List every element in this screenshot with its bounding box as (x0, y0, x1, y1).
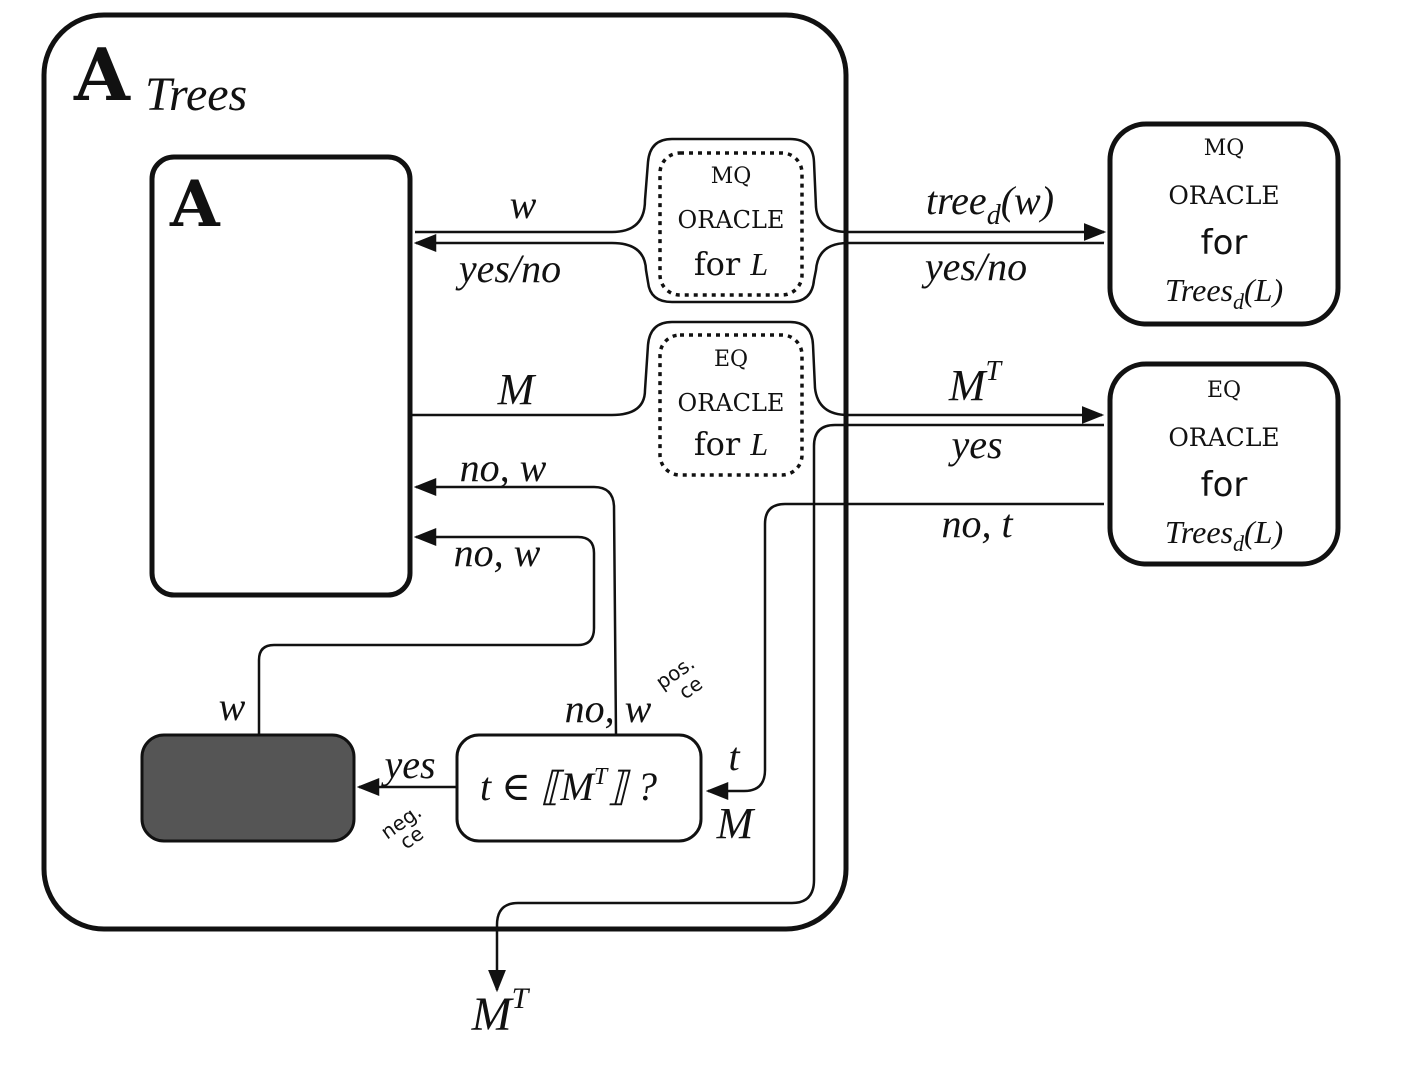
label-mq-query-left: w (510, 182, 537, 227)
learner-title: A (169, 167, 221, 242)
positive-ce-feedback-line (413, 478, 618, 736)
negative-ce-feedback-line (257, 528, 596, 735)
label-eq-answer-yes: yes (947, 422, 1002, 467)
eq-ext-line1: EQ (1207, 378, 1241, 403)
label-no-w-check: no, w (565, 686, 652, 731)
label-mq-answer-right: yes/no (921, 244, 1027, 289)
membership-check-text: t ∈ ⟦MT⟧ ? (480, 764, 657, 809)
eq-yes-output-line (488, 423, 1104, 993)
label-eq-answer-no: no, t (941, 501, 1013, 546)
eq-ext-line4: Treesd(L) (1165, 514, 1283, 556)
mq-ext-line3: for (1201, 223, 1248, 263)
label-feedback-lower: no, w (454, 530, 541, 575)
label-m-input: M (716, 799, 756, 848)
label-t-input: t (728, 734, 740, 779)
label-eq-query-right: MT (948, 356, 1004, 410)
label-w-from-dark: w (219, 684, 246, 729)
label-feedback-upper: no, w (460, 445, 547, 490)
eq-inner-outline (410, 320, 1100, 417)
negative-counterexample-box (140, 733, 356, 843)
learner-box-a (149, 154, 413, 598)
eq-inner-line2: ORACLE (678, 389, 785, 417)
mq-inner-box (658, 151, 804, 297)
label-output: MT (471, 982, 531, 1041)
eq-inner-line1: EQ (714, 347, 748, 372)
mq-ext-line2: ORACLE (1168, 181, 1279, 210)
mq-inner-line2: ORACLE (678, 206, 785, 234)
eq-no-counterexample-line (705, 502, 1104, 800)
mq-inner-line1: MQ (711, 164, 752, 189)
mq-ext-line4: Treesd(L) (1165, 272, 1283, 314)
label-check-yes: yes (380, 742, 435, 787)
mq-inner-outline-lower (418, 241, 1104, 304)
mq-external-box (1107, 121, 1341, 327)
eq-external-box (1107, 361, 1341, 567)
mq-inner-outline (415, 137, 1100, 234)
label-eq-query-left: M (497, 365, 537, 414)
eq-inner-box (658, 333, 804, 477)
label-mq-query-right: treed(w) (926, 178, 1054, 231)
eq-ext-line2: ORACLE (1168, 423, 1279, 452)
outer-title-main: A (73, 32, 131, 117)
mq-inner-line3: for L (694, 245, 768, 283)
mq-ext-line1: MQ (1204, 136, 1245, 161)
eq-inner-line3: for L (694, 425, 768, 463)
outer-title-sub: Trees (145, 68, 247, 121)
eq-ext-line3: for (1201, 465, 1248, 505)
label-mq-answer-left: yes/no (455, 246, 561, 291)
outer-box-a-trees (41, 12, 849, 932)
